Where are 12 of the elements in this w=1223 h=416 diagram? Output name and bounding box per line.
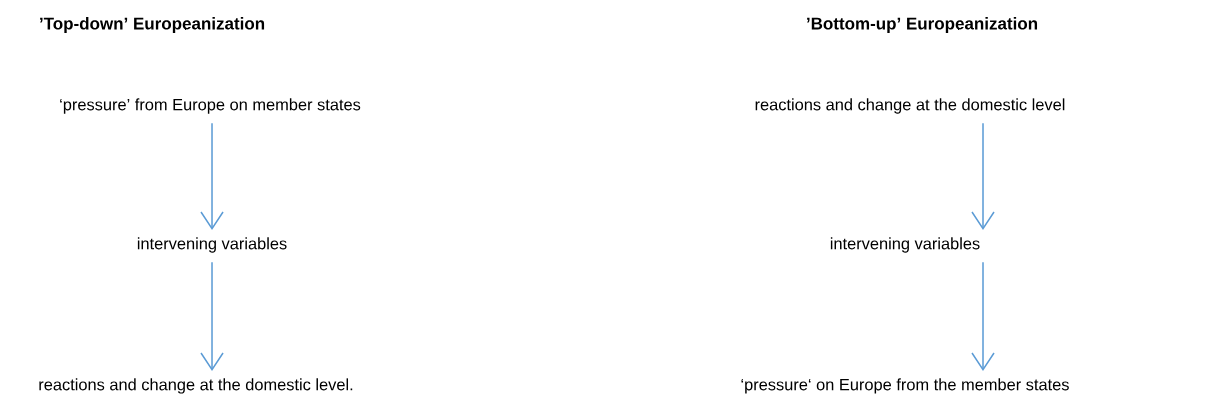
step-text: intervening variables [137, 237, 287, 253]
heading: ’Top-down’ Europeanization [40, 17, 265, 33]
arrow [200, 261, 224, 372]
arrow [200, 122, 224, 231]
step-text: intervening variables [830, 237, 980, 253]
step-text: reactions and change at the domestic level [755, 98, 1065, 114]
step-text: ‘pressure’ from Europe on member states [60, 98, 361, 114]
arrow [971, 261, 995, 372]
heading: ’Bottom-up’ Europeanization [807, 17, 1038, 33]
step-text: ‘pressure‘ on Europe from the member states [741, 378, 1069, 394]
arrow [971, 122, 995, 231]
step-text: reactions and change at the domestic level. [39, 378, 353, 394]
